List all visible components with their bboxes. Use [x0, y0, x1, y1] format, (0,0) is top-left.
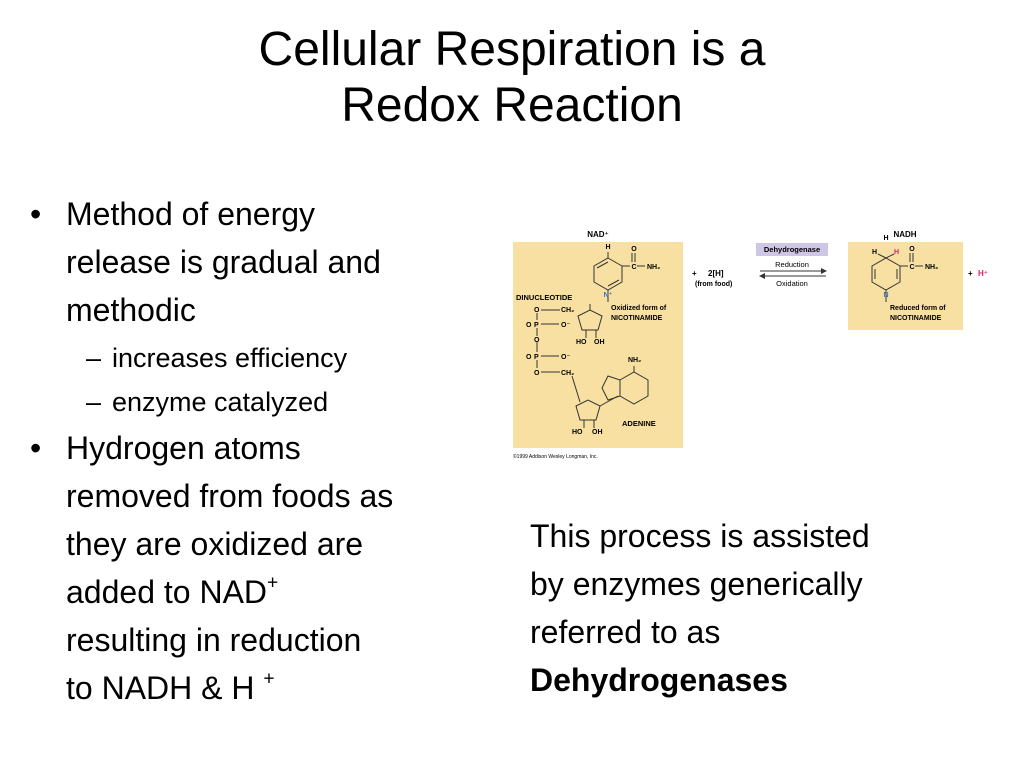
nitrogen-cation: N⁺ — [604, 291, 613, 299]
note-line: referred to as — [530, 614, 721, 650]
dehydrogenase-note: This process is assisted by enzymes gene… — [530, 512, 990, 704]
nicotinamide-label: NICOTINAMIDE — [611, 315, 663, 322]
adenine-ring-icon — [601, 366, 649, 405]
bullet-text-line: to NADH & H + — [66, 664, 490, 712]
bullet-text-line: release is gradual and — [66, 244, 381, 280]
dinucleotide-label: DINUCLEOTIDE — [516, 293, 572, 302]
two-hydrogens-label: 2[H] — [708, 269, 724, 278]
note-line: This process is assisted — [530, 518, 870, 554]
bullet-text-line: Hydrogen atoms — [66, 430, 301, 466]
reduced-nicotinamide-ring-icon — [871, 253, 923, 302]
o-minus-label: O⁻ — [561, 322, 570, 329]
note-emphasis: Dehydrogenases — [530, 662, 788, 698]
slide-title: Cellular Respiration is a Redox Reaction — [0, 22, 1024, 134]
bullet-marker: • — [30, 430, 42, 466]
nad-text: added to NAD — [66, 574, 268, 610]
title-line-1: Cellular Respiration is a — [258, 23, 766, 76]
phosphorus-label: P — [534, 322, 539, 329]
nad-label: NAD⁺ — [587, 230, 609, 239]
carbonyl-oxygen: O — [909, 246, 915, 253]
sub-bullet-efficiency: – increases efficiency — [30, 338, 490, 378]
oxygen-label: O — [534, 337, 540, 344]
phosphate-backbone-icon — [536, 304, 619, 428]
hydroxyl-label: OH — [592, 429, 603, 436]
bullet-list: • Method of energy release is gradual an… — [30, 190, 490, 712]
sub-bullet-text: increases efficiency — [112, 343, 348, 373]
reduced-form-label: Reduced form of — [890, 305, 946, 312]
oxygen-label: O — [526, 322, 532, 329]
bullet-marker: • — [30, 196, 42, 232]
nad-reduction-diagram: NAD⁺ NADH H O C NH₂ N⁺ DINUCLEOTIDE Oxid… — [510, 226, 990, 462]
carbon-label: C — [909, 264, 914, 271]
title-line-2: Redox Reaction — [341, 79, 683, 132]
nad-diagram-svg: NAD⁺ NADH H O C NH₂ N⁺ DINUCLEOTIDE Oxid… — [513, 230, 988, 460]
bullet-energy-release: • Method of energy release is gradual an… — [30, 190, 490, 334]
carbonyl-oxygen: O — [631, 246, 637, 253]
ring-hydrogen: H — [883, 235, 888, 242]
note-line: by enzymes generically — [530, 566, 863, 602]
oxidation-label: Oxidation — [776, 279, 808, 288]
copyright-text: ©1999 Addison Wesley Longman, Inc. — [513, 453, 598, 460]
bullet-text-line: resulting in reduction — [66, 622, 362, 658]
bullet-hydrogen-atoms: • Hydrogen atoms removed from foods as t… — [30, 424, 490, 712]
plus-sign: + — [968, 269, 973, 278]
ring-hydrogen: H — [872, 249, 877, 256]
ch2-label: CH₂ — [561, 307, 574, 314]
amide-group: NH₂ — [647, 264, 660, 271]
adenine-label: ADENINE — [622, 419, 656, 428]
sub-bullet-enzyme: – enzyme catalyzed — [30, 382, 490, 422]
nicotinamide-label: NICOTINAMIDE — [890, 315, 942, 322]
bullet-text-line: removed from foods as — [66, 478, 394, 514]
hydroxyl-label: OH — [594, 339, 605, 346]
carbon-label: C — [631, 264, 636, 271]
nadh-panel — [848, 242, 963, 330]
bullet-text-line: added to NAD+ — [66, 568, 490, 616]
plus-sign: + — [692, 269, 697, 278]
from-food-label: (from food) — [695, 281, 732, 288]
proton-label: H⁺ — [978, 269, 988, 278]
oxygen-label: O — [526, 354, 532, 361]
oxidized-form-label: Oxidized form of — [611, 305, 667, 312]
nadh-label: NADH — [893, 230, 916, 239]
bullet-text-line: Method of energy — [66, 196, 316, 232]
dehydrogenase-box — [756, 243, 828, 256]
nitrogen-label: N — [883, 292, 888, 299]
hydroxyl-label: HO — [572, 429, 583, 436]
o-minus-label: O⁻ — [561, 354, 570, 361]
bullet-text-line: methodic — [66, 292, 196, 328]
oxygen-label: O — [534, 307, 540, 314]
ch2-label: CH₂ — [561, 370, 574, 377]
sub-bullet-marker: – — [86, 387, 102, 417]
oxidized-nicotinamide-ring-icon — [593, 252, 645, 302]
sub-bullet-text: enzyme catalyzed — [112, 387, 329, 417]
added-hydrogen: H — [894, 249, 899, 256]
phosphorus-label: P — [534, 354, 539, 361]
enzyme-label: Dehydrogenase — [764, 245, 820, 254]
amide-group: NH₂ — [925, 264, 938, 271]
oxygen-label: O — [534, 370, 540, 377]
reduction-label: Reduction — [775, 260, 809, 269]
superscript-plus: + — [267, 572, 279, 594]
sub-bullet-marker: – — [86, 343, 102, 373]
bullet-text-line: they are oxidized are — [66, 526, 364, 562]
nadh-text: to NADH & H — [66, 670, 264, 706]
hydroxyl-label: HO — [576, 339, 587, 346]
adenine-amine: NH₂ — [628, 357, 641, 364]
superscript-plus: + — [263, 668, 275, 690]
ring-hydrogen: H — [605, 244, 610, 251]
